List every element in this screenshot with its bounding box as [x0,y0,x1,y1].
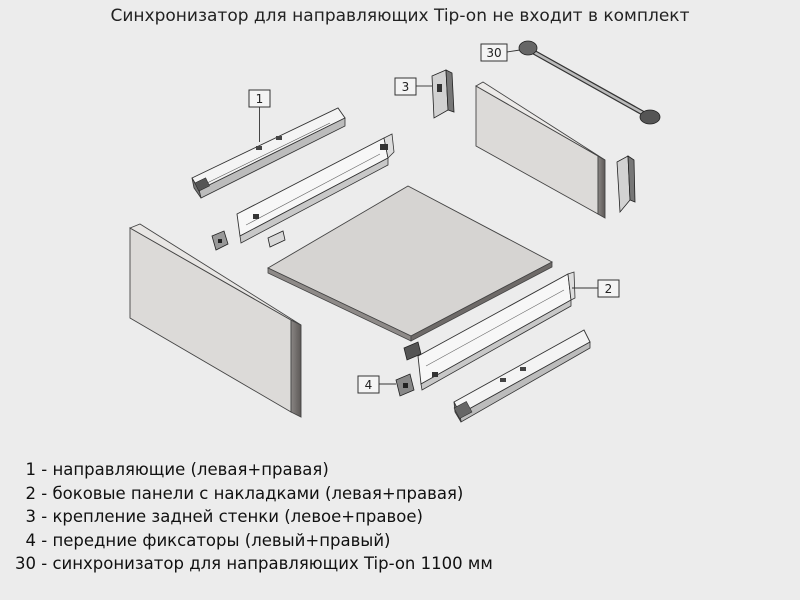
callout-3: 3 [394,77,432,96]
rear-wall-bracket-right [616,155,636,214]
right-side-panel [417,271,576,391]
legend-num: 1 [25,460,37,479]
callout-2: 2 [572,279,620,298]
legend-num: 30 [15,554,36,573]
right-front-fixator [395,373,415,397]
diagram-title: Синхронизатор для направляющих Tip-on не… [110,6,690,26]
left-runner [191,107,346,199]
back-panel [475,81,606,219]
legend-text: крепление задней стенки (левое+правое) [52,507,423,526]
legend-text: передние фиксаторы (левый+правый) [52,530,391,550]
tip-on-synchronizer [518,40,661,125]
legend-item-30: 30 - синхронизатор для направляющих Tip-… [14,552,493,576]
legend-num: 3 [25,507,37,526]
right-runner [453,329,591,423]
callout-30-label: 30 [486,46,501,60]
legend-num: 4 [25,530,37,550]
legend-text: направляющие (левая+правая) [52,460,329,479]
legend-text: синхронизатор для направляющих Tip-on 11… [52,554,493,573]
left-front-fixator [211,230,229,251]
left-side-panel [236,133,395,244]
legend-item-4: 4 - передние фиксаторы (левый+правый) [14,529,493,553]
legend-item-1: 1 - направляющие (левая+правая) [14,458,493,482]
callout-4-label: 4 [365,378,373,392]
legend-item-2: 2 - боковые панели с накладками (левая+п… [14,482,493,506]
bottom-panel [267,185,553,342]
callout-2-label: 2 [605,282,613,296]
legend-item-3: 3 - крепление задней стенки (левое+право… [14,505,493,529]
left-cover-plate [267,230,286,248]
parts-legend: 1 - направляющие (левая+правая) 2 - боко… [14,458,493,576]
callout-30: 30 [480,43,521,62]
right-cover-plate [403,341,422,361]
legend-num: 2 [25,483,37,503]
front-panel [128,223,302,418]
callout-4: 4 [357,375,396,394]
callout-3-label: 3 [402,80,410,94]
callout-1: 1 [248,89,271,142]
legend-text: боковые панели с накладками (левая+права… [52,483,464,503]
rear-wall-bracket-left [431,69,455,119]
callout-1-label: 1 [256,92,264,106]
